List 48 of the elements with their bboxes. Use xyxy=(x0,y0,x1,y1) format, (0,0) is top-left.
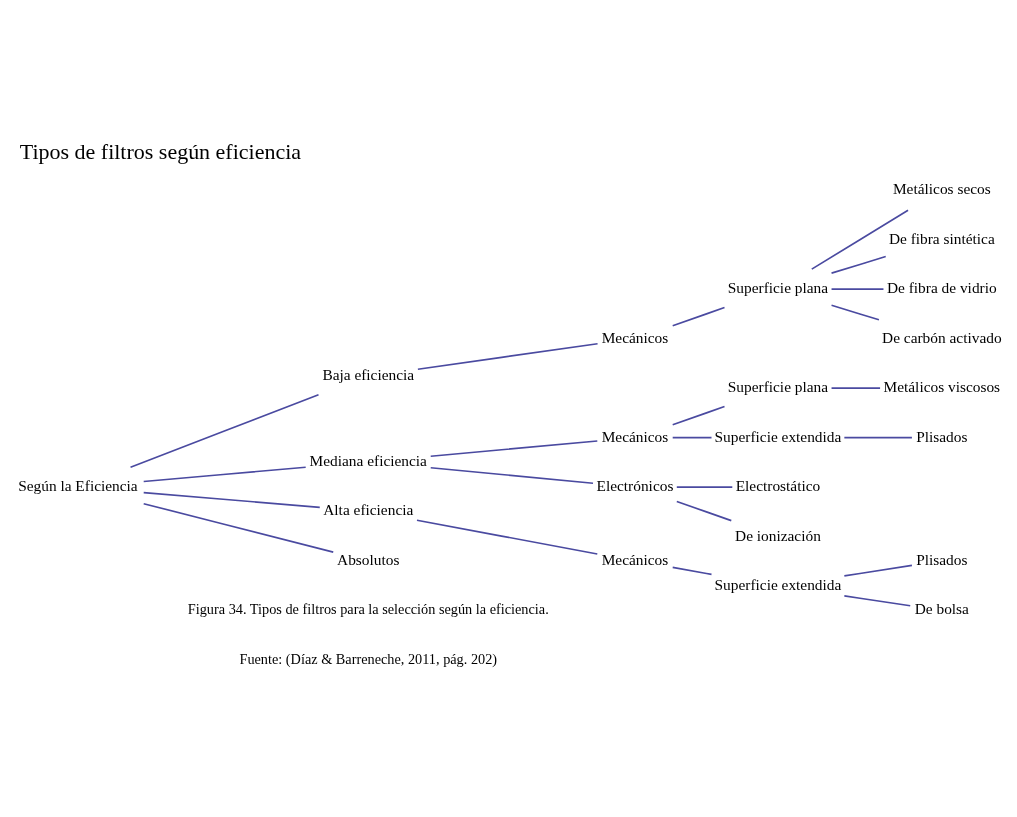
node-text: Superficie plana xyxy=(727,378,829,396)
node-text: De ionización xyxy=(735,526,821,544)
node-text: Según la Eficiencia xyxy=(18,477,138,495)
node-text: De bolsa xyxy=(914,600,969,618)
node-text: Absolutos xyxy=(337,550,400,568)
connector xyxy=(675,486,734,488)
node-text: Alta eficiencia xyxy=(323,501,414,519)
connector xyxy=(810,209,909,270)
node-text: Plisados xyxy=(916,427,968,445)
connector xyxy=(142,502,335,553)
node-text: De carbón activado xyxy=(882,328,1002,346)
connector xyxy=(671,306,726,327)
connector xyxy=(675,500,733,522)
connector xyxy=(830,304,880,321)
node-text: Mecánicos xyxy=(601,328,669,346)
connector xyxy=(142,466,307,483)
connector xyxy=(417,342,599,370)
node-text: Mecánicos xyxy=(601,427,669,445)
label: Fuente: (Díaz & Barreneche, 2011, pág. 202) xyxy=(239,650,498,667)
node-text: Superficie extendida xyxy=(714,427,842,445)
node-text: Mecánicos xyxy=(601,550,669,568)
connector xyxy=(830,288,885,290)
caption: Figura 34. Tipos de filtros para la selección según la eficiencia. xyxy=(187,601,549,618)
node-text: Metálicos viscosos xyxy=(883,378,1001,396)
node-text: Superficie extendida xyxy=(714,576,842,594)
connector xyxy=(142,491,321,509)
connector xyxy=(671,436,713,439)
diagram-title: Tipos de filtros según eficiencia xyxy=(19,139,302,165)
connector xyxy=(671,405,726,426)
node-text: Plisados xyxy=(916,550,968,568)
node-text: De fibra de vidrio xyxy=(886,279,997,297)
connector xyxy=(416,519,599,555)
connector xyxy=(671,566,713,576)
connector xyxy=(429,466,594,485)
node-text: Baja eficiencia xyxy=(322,366,415,384)
connector xyxy=(830,255,887,274)
node-text: Superficie plana xyxy=(727,279,829,297)
connector xyxy=(843,564,913,577)
node-text: Electrónicos xyxy=(596,477,674,495)
connector xyxy=(129,394,320,469)
node-text: Mediana eficiencia xyxy=(309,451,427,469)
connector xyxy=(830,387,881,389)
connector xyxy=(429,440,599,458)
node-text: Metálicos secos xyxy=(892,180,991,198)
node-text: De fibra sintética xyxy=(888,229,995,247)
connector xyxy=(843,436,913,439)
connector xyxy=(843,595,912,607)
node-text: Electrostático xyxy=(735,477,821,495)
